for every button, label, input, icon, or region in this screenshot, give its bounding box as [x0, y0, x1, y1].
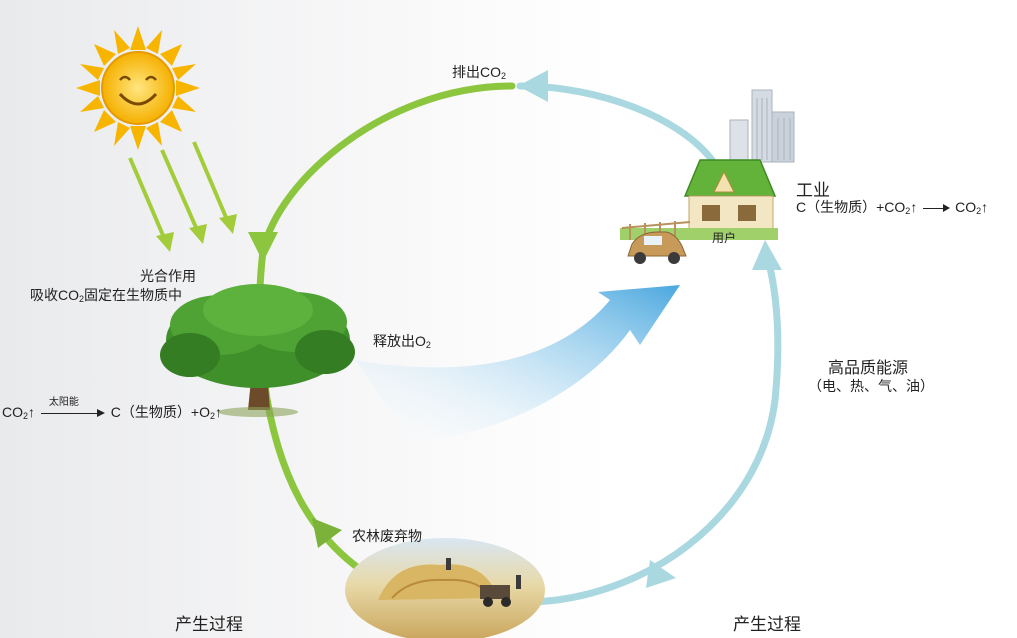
equation-photosynthesis: CO2↑ 太阳能 C（生物质）+O2↑ — [2, 397, 222, 421]
farm-field-image — [345, 538, 545, 638]
o2-release-arrow — [355, 285, 680, 440]
reaction-arrow: 太阳能 — [39, 397, 107, 420]
label-emit-co2: 排出CO2 — [452, 64, 507, 81]
label-user: 用户 — [712, 231, 737, 245]
label-release-o2: 释放出O2 — [373, 333, 431, 350]
blue-arrowhead-top — [518, 70, 548, 102]
blue-arrowhead-right — [752, 240, 782, 270]
equation-industry: C（生物质）+CO2↑ CO2↑ — [796, 199, 989, 216]
blue-cycle-arc-top — [516, 82, 716, 164]
blue-arrowhead-bottom — [646, 560, 676, 588]
label-photosynthesis: 光合作用 — [140, 268, 196, 284]
label-energy-detail: （电、热、气、油） — [808, 378, 934, 394]
reaction-arrow-short — [921, 202, 951, 214]
house-icon — [620, 159, 778, 240]
label-energy-title: 高品质能源 — [828, 360, 909, 377]
label-process-left: 产生过程 — [175, 615, 243, 634]
green-arrowhead-bottom — [312, 518, 342, 548]
label-industry: 工业 — [796, 181, 830, 200]
fence-icon — [621, 221, 691, 240]
label-absorb-co2: 吸收CO2固定在生物质中 — [30, 287, 183, 304]
car-icon — [627, 231, 687, 264]
label-process-right: 产生过程 — [733, 615, 801, 634]
tree-icon — [160, 284, 355, 417]
sun-icon — [76, 26, 200, 150]
green-arrowhead-top — [248, 232, 278, 262]
industry-buildings-icon — [729, 89, 795, 163]
label-agri-waste: 农林废弃物 — [352, 528, 422, 544]
blue-cycle-arc — [526, 246, 782, 606]
sunlight-arrows — [128, 141, 237, 252]
